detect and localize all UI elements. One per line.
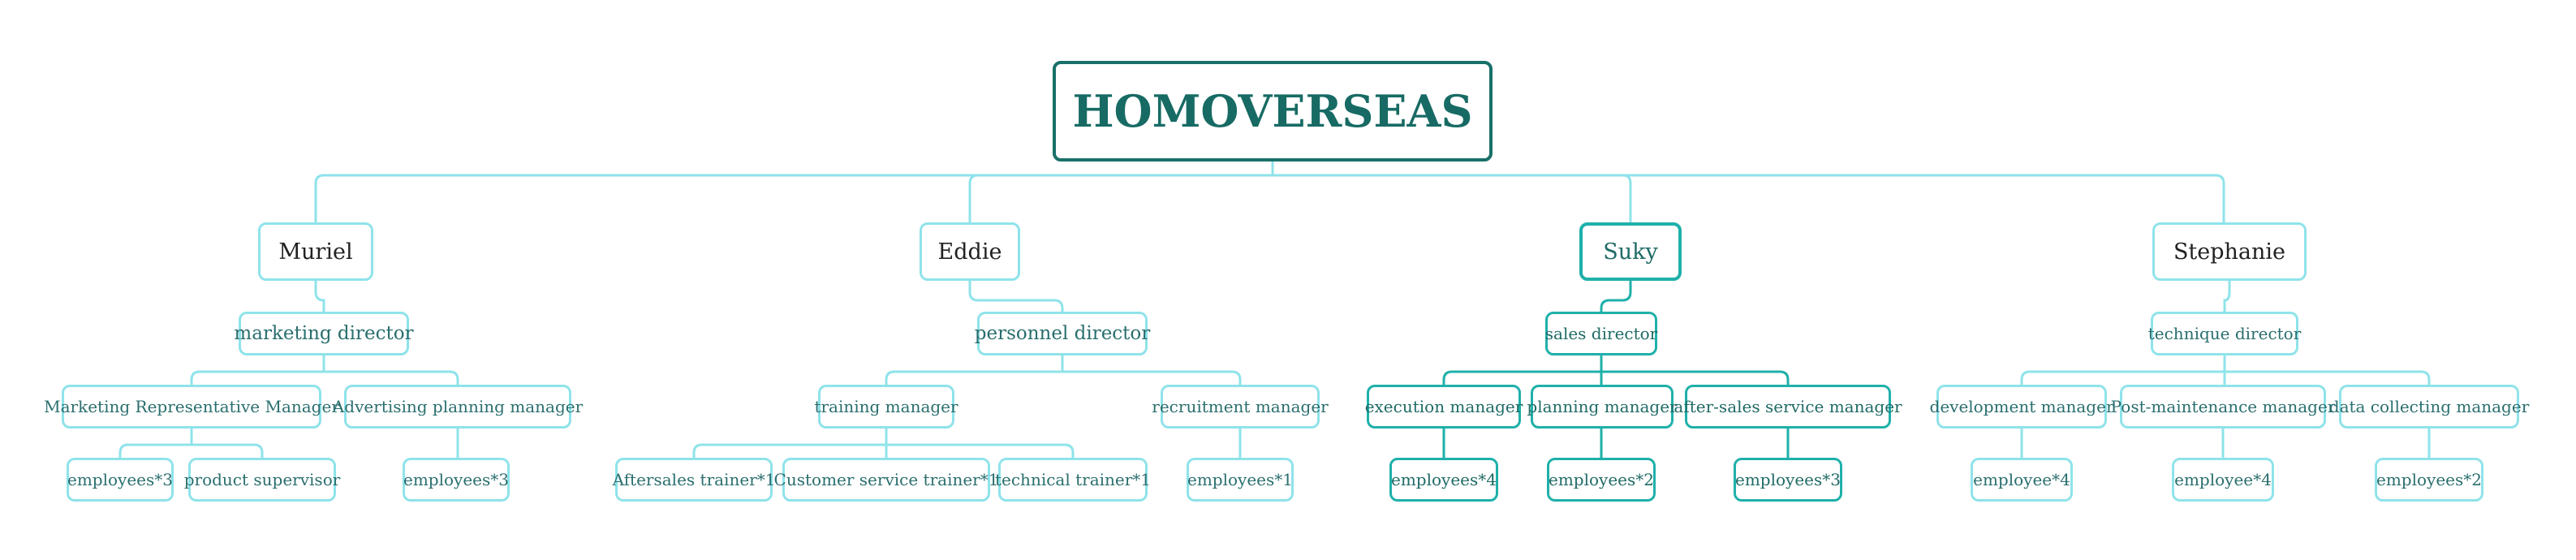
- director-technique[interactable]: technique director: [2148, 312, 2301, 355]
- staff-employees-2-planning[interactable]: employees*2: [1547, 458, 1656, 502]
- stephanie-to-director: [2223, 281, 2231, 312]
- mrm-bus: [118, 443, 264, 458]
- manager-recruitment[interactable]: recruitment manager: [1152, 385, 1329, 429]
- sales-bus: [1442, 370, 1790, 385]
- staff-employees-1-recruitment[interactable]: employees*1: [1187, 458, 1294, 502]
- person-suky[interactable]: Suky: [1579, 222, 1682, 281]
- manager-data-collecting[interactable]: data collecting manager: [2329, 385, 2529, 429]
- muriel-to-director: [314, 281, 325, 312]
- manager-development[interactable]: development manager: [1930, 385, 2114, 429]
- suky-to-director: [1600, 281, 1632, 312]
- staff-customer-service-trainer[interactable]: Customer service trainer*1: [774, 458, 998, 502]
- eddie-to-director: [968, 281, 1064, 312]
- staff-product-supervisor[interactable]: product supervisor: [184, 458, 340, 502]
- person-stephanie[interactable]: Stephanie: [2152, 222, 2307, 281]
- manager-marketing-representative[interactable]: Marketing Representative Manager: [44, 385, 339, 429]
- manager-training[interactable]: training manager: [814, 385, 958, 429]
- staff-employees-3-marketing[interactable]: employees*3: [67, 458, 174, 502]
- root-bus: [314, 174, 2225, 222]
- staff-aftersales-trainer[interactable]: Aftersales trainer*1: [613, 458, 775, 502]
- manager-after-sales-service[interactable]: after-sales service manager: [1674, 385, 1902, 429]
- staff-technical-trainer[interactable]: technical trainer*1: [995, 458, 1151, 502]
- personnel-bus: [885, 370, 1242, 385]
- root-node[interactable]: HOMOVERSEAS: [1053, 61, 1493, 162]
- staff-employees-3-advertising[interactable]: employees*3: [403, 458, 510, 502]
- director-sales[interactable]: sales director: [1545, 312, 1657, 355]
- director-personnel[interactable]: personnel director: [975, 312, 1150, 355]
- manager-post-maintenance[interactable]: Post-maintenance manager: [2111, 385, 2335, 429]
- marketing-bus: [190, 370, 459, 385]
- manager-execution[interactable]: execution manager: [1365, 385, 1523, 429]
- training-bus: [692, 443, 1075, 458]
- person-muriel[interactable]: Muriel: [258, 222, 373, 281]
- bus-to-suky: [1622, 174, 1632, 222]
- staff-employees-3-after-sales[interactable]: employees*3: [1734, 458, 1842, 502]
- director-marketing[interactable]: marketing director: [234, 312, 414, 355]
- staff-employees-4-execution[interactable]: employees*4: [1389, 458, 1498, 502]
- bus-to-eddie: [968, 174, 979, 222]
- staff-employees-2-data-collecting[interactable]: employees*2: [2375, 458, 2483, 502]
- staff-employee-4-development[interactable]: employee*4: [1971, 458, 2073, 502]
- staff-employee-4-post-maintenance[interactable]: employee*4: [2172, 458, 2274, 502]
- person-eddie[interactable]: Eddie: [920, 222, 1020, 281]
- manager-advertising-planning[interactable]: Advertising planning manager: [333, 385, 583, 429]
- manager-planning[interactable]: planning manager: [1527, 385, 1678, 429]
